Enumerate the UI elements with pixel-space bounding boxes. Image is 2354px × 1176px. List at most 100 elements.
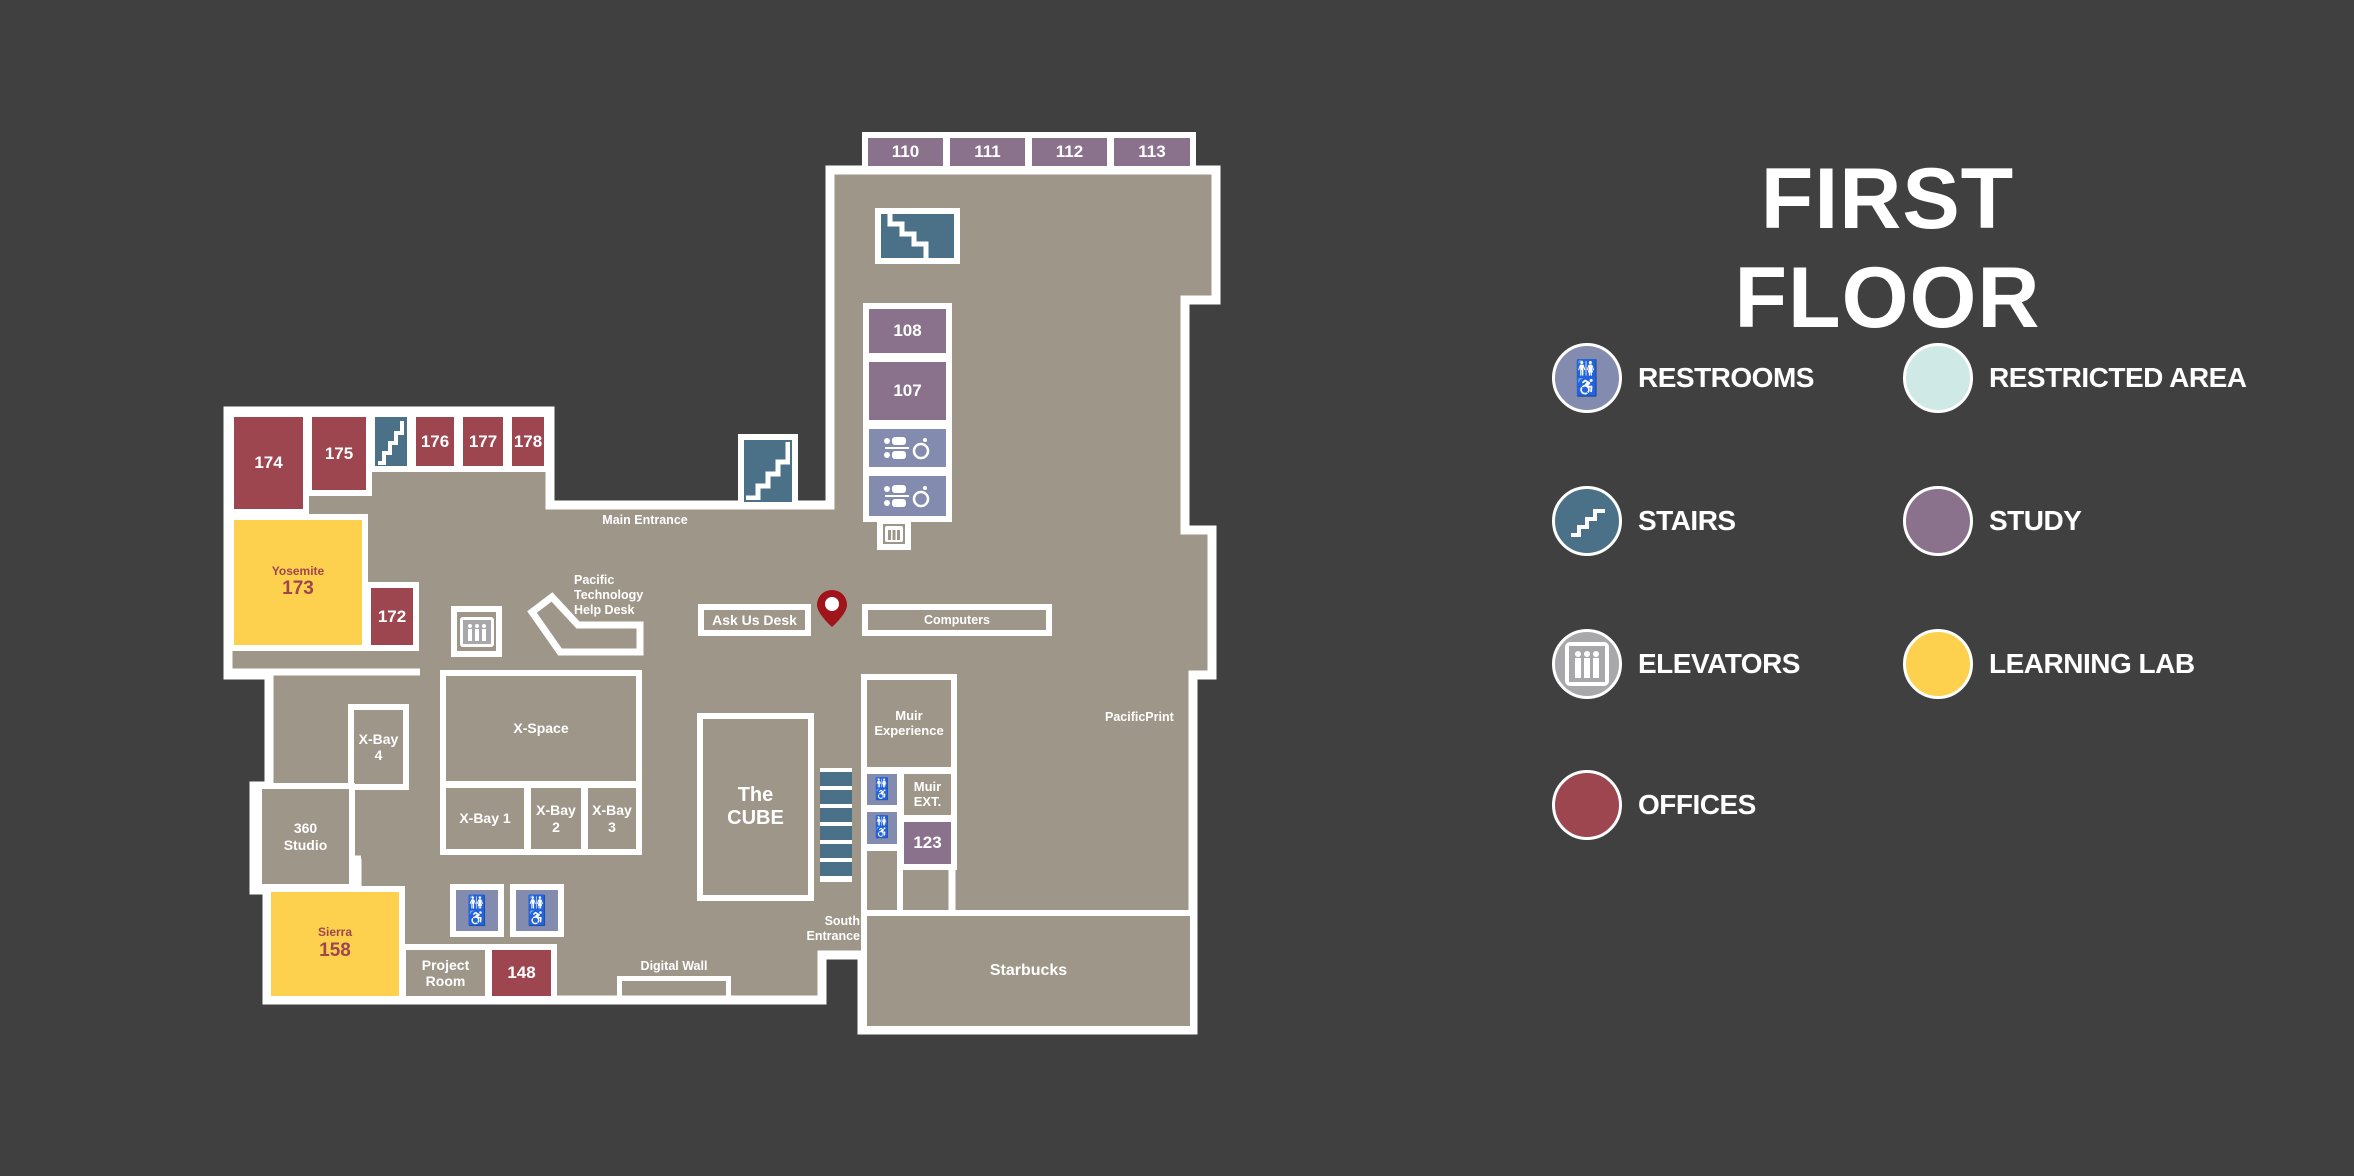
restroom-north-1[interactable] xyxy=(863,423,952,473)
restroom-north-2[interactable] xyxy=(863,470,952,522)
room-113[interactable]: 113 xyxy=(1108,132,1196,172)
room-360-studio[interactable]: 360 Studio xyxy=(256,783,355,890)
room-sierra-158[interactable]: Sierra 158 xyxy=(265,886,405,1002)
room-muir-experience[interactable]: Muir Experience xyxy=(861,674,957,773)
study-swatch xyxy=(1903,486,1973,556)
legend-label: STUDY xyxy=(1989,505,2082,536)
room-yosemite-173[interactable]: Yosemite 173 xyxy=(228,514,368,651)
elevator-icon xyxy=(459,616,494,647)
legend-stairs: STAIRS xyxy=(1552,486,1736,556)
south-entrance-label: South Entrance xyxy=(806,914,861,943)
ask-us-desk[interactable]: Ask Us Desk xyxy=(698,604,811,636)
starbucks[interactable]: Starbucks xyxy=(861,910,1196,1032)
room-x-space[interactable]: X-Space xyxy=(440,670,642,787)
room-muir-ext[interactable]: Muir EXT. xyxy=(898,768,957,821)
elevator-west[interactable] xyxy=(451,606,502,657)
room-project-room[interactable]: Project Room xyxy=(400,944,491,1002)
digital-wall[interactable] xyxy=(617,976,731,998)
help-desk-counter xyxy=(527,592,644,656)
stairs-west[interactable] xyxy=(369,411,413,472)
room-label: X-Bay 3 xyxy=(592,802,632,835)
legend-study: STUDY xyxy=(1903,486,2082,556)
legend-elevators: ELEVATORS xyxy=(1552,629,1800,699)
room-175[interactable]: 175 xyxy=(306,411,372,496)
room-111[interactable]: 111 xyxy=(944,132,1031,172)
restroom-west-2[interactable]: 🚻♿ xyxy=(510,884,564,937)
room-108[interactable]: 108 xyxy=(863,303,952,359)
legend-label: RESTRICTED AREA xyxy=(1989,362,2247,393)
the-cube[interactable]: The CUBE xyxy=(697,713,814,901)
room-label: Muir EXT. xyxy=(913,778,942,809)
room-x-bay-1[interactable]: X-Bay 1 xyxy=(440,782,530,855)
room-label: 108 xyxy=(893,321,922,341)
room-label: 177 xyxy=(468,431,498,451)
room-name: Yosemite xyxy=(271,563,325,578)
main-entrance-label: Main Entrance xyxy=(602,513,688,527)
learning-lab-swatch xyxy=(1903,629,1973,699)
room-176[interactable]: 176 xyxy=(410,411,460,472)
room-label: The CUBE xyxy=(727,784,784,829)
room-label: 111 xyxy=(974,142,1001,162)
room-label: 175 xyxy=(324,443,354,463)
restroom-icon xyxy=(883,437,929,460)
legend-label: LEARNING LAB xyxy=(1989,648,2195,679)
legend-label: ELEVATORS xyxy=(1638,648,1800,679)
room-107[interactable]: 107 xyxy=(863,356,952,426)
room-label: X-Bay 1 xyxy=(459,810,511,827)
room-label: 112 xyxy=(1055,142,1084,162)
room-110[interactable]: 110 xyxy=(862,132,949,172)
elevator-icon xyxy=(885,526,903,542)
restroom-west-1[interactable]: 🚻♿ xyxy=(450,884,504,937)
room-label: 110 xyxy=(891,142,920,162)
room-label: Starbucks xyxy=(989,961,1068,979)
room-label: 113 xyxy=(1138,142,1166,162)
room-label: Project Room xyxy=(421,956,470,989)
room-148[interactable]: 148 xyxy=(486,944,557,1002)
stairs-north[interactable] xyxy=(875,208,960,264)
legend-label: STAIRS xyxy=(1638,505,1736,536)
room-x-bay-4[interactable]: X-Bay 4 xyxy=(348,704,409,790)
room-x-bay-2[interactable]: X-Bay 2 xyxy=(525,782,587,855)
legend-label: RESTROOMS xyxy=(1638,362,1814,393)
restroom-icon: 🚻♿ xyxy=(1552,343,1622,413)
restroom-icon: 🚻♿ xyxy=(875,816,889,839)
room-112[interactable]: 112 xyxy=(1026,132,1113,172)
room-174[interactable]: 174 xyxy=(228,411,309,515)
room-label: 123 xyxy=(913,833,942,853)
room-label: X-Space xyxy=(513,720,569,737)
floor-title: FIRST FLOOR xyxy=(1734,151,2041,346)
legend-label: OFFICES xyxy=(1638,789,1756,820)
stairs-icon xyxy=(378,420,404,465)
stairs-icon xyxy=(746,442,790,500)
elevator-icon xyxy=(1552,629,1622,699)
stairs-icon xyxy=(887,214,928,258)
room-x-bay-3[interactable]: X-Bay 3 xyxy=(582,782,642,855)
stairs-icon xyxy=(1552,486,1622,556)
elevator-north[interactable] xyxy=(877,518,911,550)
room-name: Sierra xyxy=(317,925,353,940)
room-123[interactable]: 123 xyxy=(898,816,957,870)
stairs-main-entrance[interactable] xyxy=(738,434,798,508)
room-label: 107 xyxy=(893,381,922,401)
restroom-muir-2[interactable]: 🚻♿ xyxy=(861,806,903,850)
legend-restrooms: 🚻♿ RESTROOMS xyxy=(1552,343,1814,413)
room-label: X-Bay 2 xyxy=(536,802,576,835)
pacific-print-label: PacificPrint xyxy=(1105,710,1174,724)
room-172[interactable]: 172 xyxy=(365,582,419,651)
restroom-icon: 🚻♿ xyxy=(467,894,487,927)
room-label: Muir Experience xyxy=(874,707,944,738)
computers-area[interactable]: Computers xyxy=(862,604,1052,636)
legend-restricted-area: RESTRICTED AREA xyxy=(1903,343,2247,413)
restricted-swatch xyxy=(1903,343,1973,413)
help-desk-label: Pacific Technology Help Desk xyxy=(574,573,644,617)
room-label: 148 xyxy=(507,963,536,983)
room-178[interactable]: 178 xyxy=(506,411,550,472)
room-177[interactable]: 177 xyxy=(457,411,509,472)
restroom-muir-1[interactable]: 🚻♿ xyxy=(861,768,903,811)
room-label: 174 xyxy=(254,453,283,473)
restroom-icon: 🚻♿ xyxy=(527,894,547,927)
legend-learning-lab: LEARNING LAB xyxy=(1903,629,2195,699)
stairs-south[interactable] xyxy=(820,768,852,882)
digital-wall-label: Digital Wall xyxy=(640,959,708,973)
offices-swatch xyxy=(1552,770,1622,840)
